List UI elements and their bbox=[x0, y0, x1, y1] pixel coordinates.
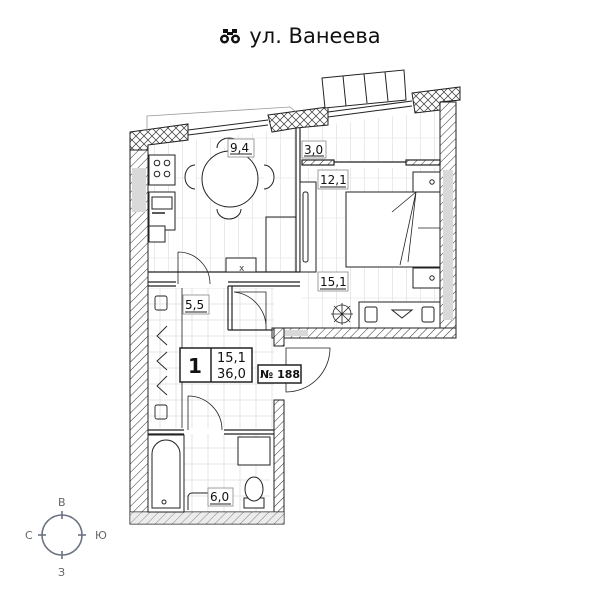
svg-text:15,1: 15,1 bbox=[320, 275, 347, 289]
sink bbox=[148, 191, 176, 231]
compass bbox=[38, 511, 86, 559]
living-area: 15,1 bbox=[217, 351, 246, 366]
apartment-info-box: 1 15,1 36,0 bbox=[179, 347, 253, 383]
compass-left-label: С bbox=[25, 529, 33, 542]
doors bbox=[177, 251, 331, 431]
outline bbox=[146, 106, 297, 132]
room-label-balcony: 3,0 bbox=[301, 140, 327, 159]
street-name: ул. Ванеева bbox=[249, 24, 381, 48]
apartment-number: № 188 bbox=[257, 364, 302, 384]
plant-icon bbox=[331, 303, 353, 325]
total-area: 36,0 bbox=[217, 367, 246, 382]
toilet bbox=[243, 476, 265, 509]
stove bbox=[148, 154, 176, 186]
coat-rack bbox=[154, 295, 168, 420]
bed bbox=[345, 171, 441, 289]
wardrobe bbox=[299, 181, 317, 273]
svg-text:5,5: 5,5 bbox=[185, 298, 204, 312]
room-label-bedroom: 15,1 bbox=[317, 271, 349, 292]
room-label-bathroom: 6,0 bbox=[207, 487, 234, 507]
svg-text:x: x bbox=[239, 264, 245, 274]
compass-top-label: В bbox=[58, 496, 66, 509]
svg-text:3,0: 3,0 bbox=[304, 143, 323, 157]
compass-bottom-label: З bbox=[58, 566, 65, 579]
svg-text:№ 188: № 188 bbox=[260, 368, 300, 381]
svg-text:9,4: 9,4 bbox=[230, 141, 249, 155]
dining-table bbox=[184, 137, 275, 220]
exterior-walls bbox=[129, 86, 461, 525]
washing-machine bbox=[237, 436, 271, 466]
room-label-kitchen: 9,4 bbox=[227, 138, 255, 158]
bathtub bbox=[147, 434, 185, 513]
balcony-window bbox=[321, 69, 407, 109]
room-label-hall: 5,5 bbox=[182, 294, 210, 315]
compass-right-label: Ю bbox=[95, 529, 107, 542]
boiler bbox=[148, 225, 166, 243]
street-title: ул. Ванеева bbox=[0, 24, 600, 48]
room-count: 1 bbox=[188, 354, 202, 378]
svg-text:12,1: 12,1 bbox=[320, 173, 347, 187]
room-label-bedroom-top: 12,1 bbox=[317, 169, 349, 190]
binoculars-icon bbox=[220, 29, 241, 44]
washbasin bbox=[187, 492, 228, 510]
tv-stand bbox=[358, 301, 441, 329]
svg-text:6,0: 6,0 bbox=[210, 490, 229, 504]
kitchen-counter: x bbox=[225, 216, 296, 274]
